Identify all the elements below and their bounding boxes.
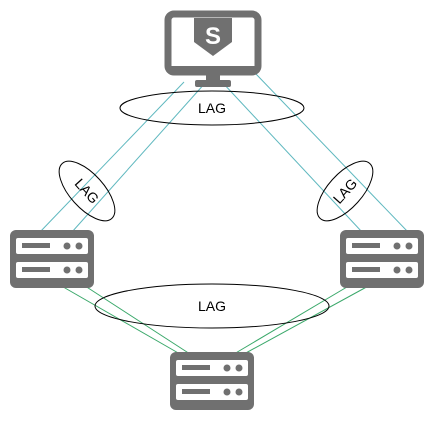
server-right-icon — [340, 230, 424, 288]
shield-glyph: S — [205, 23, 221, 50]
shield-icon — [194, 18, 232, 56]
link-monitor-left-2 — [71, 81, 207, 233]
server-bottom-icon — [170, 352, 254, 410]
link-monitor-right-2 — [255, 73, 409, 233]
lag-left: LAG — [58, 160, 116, 222]
lag-top: LAG — [119, 90, 305, 126]
link-left-bottom-2 — [81, 283, 191, 355]
lag-right: LAG — [316, 160, 374, 222]
security-monitor-icon: S — [164, 10, 262, 87]
link-monitor-right-1 — [221, 81, 363, 233]
link-monitor-left-1 — [39, 81, 185, 233]
lag-top-label: LAG — [198, 100, 226, 116]
lag-bottom: LAG — [94, 283, 330, 329]
link-right-bottom-1 — [233, 283, 353, 355]
lag-bottom-label: LAG — [198, 298, 226, 314]
server-left-icon — [10, 230, 94, 288]
